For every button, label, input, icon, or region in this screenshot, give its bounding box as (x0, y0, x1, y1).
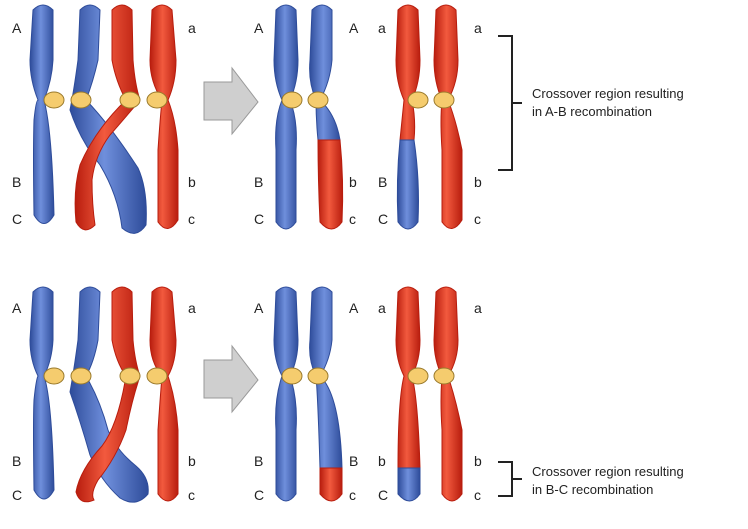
right-arrow-icon (203, 66, 259, 136)
gene-label: C (378, 211, 388, 227)
centromere (307, 91, 329, 109)
gene-label: C (254, 487, 264, 503)
gene-label: A (254, 300, 264, 316)
red-chromatid-crossing (75, 286, 141, 503)
gene-label: B (12, 453, 21, 469)
gene-label: c (474, 487, 481, 503)
centromere (281, 91, 303, 109)
gene-label: c (188, 211, 195, 227)
centromere (307, 367, 329, 385)
recombinant-blue-chromosome-bc: A B C A B c (254, 286, 359, 503)
blue-chromatid (29, 4, 55, 224)
gene-label: a (378, 300, 386, 316)
red-chromatid (395, 4, 421, 141)
row-ab: A B C a b c A B C A b c (12, 4, 684, 234)
gene-label: a (378, 20, 386, 36)
row-bc: A B C a b c A B C A B c (12, 286, 684, 503)
red-chromatid (433, 286, 463, 502)
bracket-icon (498, 461, 522, 497)
centromere (119, 91, 141, 109)
gene-label: b (188, 174, 196, 190)
red-segment (317, 139, 344, 230)
gene-label: A (349, 300, 359, 316)
gene-label: C (12, 487, 22, 503)
centromere (70, 91, 92, 109)
gene-label: b (474, 453, 482, 469)
gene-label: B (254, 453, 263, 469)
blue-segment (396, 139, 419, 230)
gene-label: C (378, 487, 388, 503)
gene-label: b (474, 174, 482, 190)
gene-label: c (349, 211, 356, 227)
gene-label: B (12, 174, 21, 190)
gene-label: a (188, 300, 196, 316)
gene-label: c (474, 211, 481, 227)
red-segment (319, 467, 343, 502)
gene-label: b (188, 453, 196, 469)
bracket-icon (498, 35, 522, 171)
recombinant-red-chromosome-bc: a b C a b c (378, 286, 482, 503)
gene-label: c (188, 487, 195, 503)
gene-label: B (254, 174, 263, 190)
red-chromatid (433, 4, 463, 229)
gene-label: C (12, 211, 22, 227)
gene-label: A (254, 20, 264, 36)
red-chromatid (149, 4, 179, 229)
centromere (43, 367, 65, 385)
blue-chromatid-crossing (69, 286, 149, 503)
recombinant-blue-chromosome-ab: A B C A b c (254, 4, 359, 230)
gene-label: b (349, 174, 357, 190)
blue-chromatid-crossing (69, 4, 147, 234)
gene-label: c (349, 487, 356, 503)
blue-chromatid (29, 286, 55, 500)
centromere (407, 367, 429, 385)
gene-label: a (188, 20, 196, 36)
right-arrow-icon (203, 344, 259, 414)
annotation-line-1: Crossover region resulting (532, 86, 684, 101)
gene-label: C (254, 211, 264, 227)
gene-label: B (349, 453, 358, 469)
gene-label: a (474, 20, 482, 36)
annotation-line-2: in A-B recombination (532, 104, 652, 119)
centromere (119, 367, 141, 385)
centromere (407, 91, 429, 109)
annotation-line-2: in B-C recombination (532, 482, 653, 497)
gene-label: B (378, 174, 387, 190)
gene-label: A (12, 20, 22, 36)
gene-label: a (474, 300, 482, 316)
recombinant-red-chromosome-ab: a B C a b c (378, 4, 482, 230)
centromere (146, 367, 168, 385)
gene-label: A (12, 300, 22, 316)
before-crossover-pair-bc: A B C a b c (12, 286, 196, 503)
blue-chromatid (309, 4, 341, 141)
centromere (433, 91, 455, 109)
annotation-line-1: Crossover region resulting (532, 464, 684, 479)
blue-segment (397, 467, 421, 502)
gene-label: b (378, 453, 386, 469)
centromere (146, 91, 168, 109)
centromere (70, 367, 92, 385)
centromere (281, 367, 303, 385)
before-crossover-pair-ab: A B C a b c (12, 4, 196, 234)
centromere (433, 367, 455, 385)
gene-label: A (349, 20, 359, 36)
red-chromatid (149, 286, 179, 502)
blue-chromatid (273, 4, 299, 230)
centromere (43, 91, 65, 109)
blue-chromatid (273, 286, 299, 502)
red-chromatid-crossing (74, 4, 141, 231)
